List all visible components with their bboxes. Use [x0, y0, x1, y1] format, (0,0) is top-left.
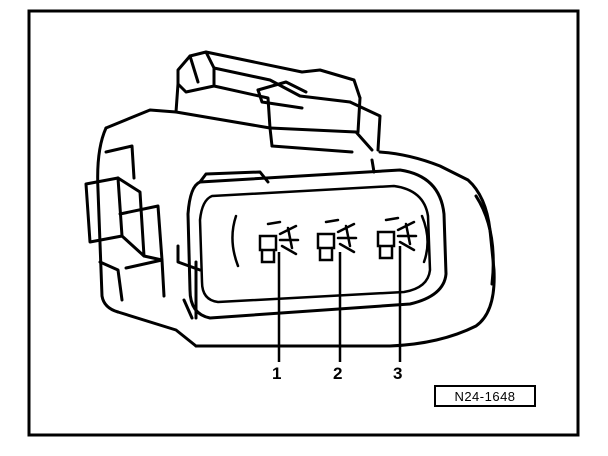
pin-label-1: 1 [272, 364, 282, 383]
terminal-1 [258, 220, 300, 264]
terminal-icon [258, 216, 418, 264]
connector-housing-icon [84, 50, 496, 348]
pin-label-2: 2 [333, 364, 343, 383]
terminal-3 [376, 216, 418, 260]
pin-label-3: 3 [393, 364, 403, 383]
figure-border [27, 9, 580, 437]
terminal-2 [316, 218, 358, 262]
reference-code: N24-1648 [434, 385, 536, 407]
leader-lines [277, 246, 402, 362]
